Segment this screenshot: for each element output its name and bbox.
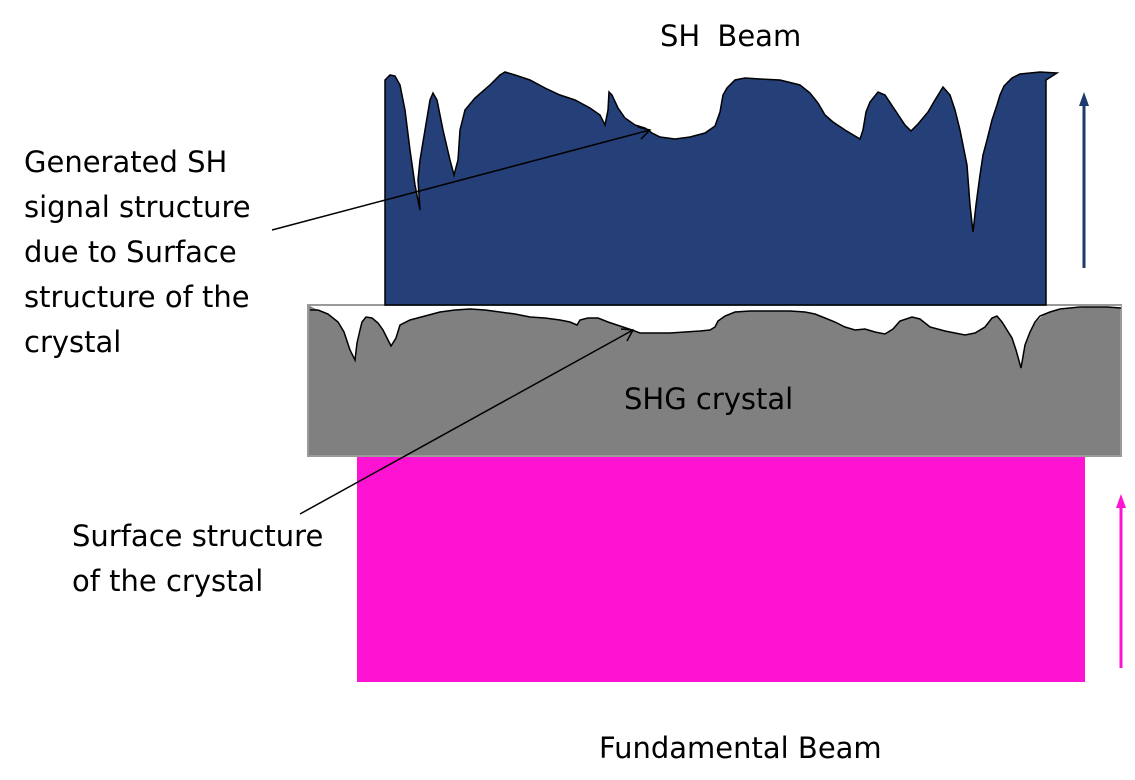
fundamental-beam-rect [357, 456, 1085, 682]
fundamental-beam-arrowhead [1116, 494, 1126, 508]
generated-sh-callout-line-2: signal structure [24, 190, 251, 224]
generated-sh-callout-line-1: Generated SH [24, 145, 228, 179]
surface-structure-callout-text: Surface structure of the crystal [72, 514, 323, 604]
sh-beam-arrowhead [1079, 92, 1089, 106]
sh-beam-shape [384, 71, 1060, 306]
fundamental-beam-title: Fundamental Beam [599, 731, 882, 765]
surface-structure-callout-line [299, 329, 634, 515]
generated-sh-callout-line-4: structure of the [24, 280, 250, 314]
generated-sh-callout-arrowhead [637, 126, 652, 140]
shg-crystal-label: SHG crystal [624, 382, 794, 416]
shg-crystal-slab [307, 304, 1122, 457]
generated-sh-callout-text: Generated SH signal structure due to Sur… [24, 140, 251, 365]
generated-sh-callout-line-5: crystal [24, 325, 122, 359]
surface-structure-callout-line-1: Surface structure [72, 519, 324, 553]
sh-beam-title: SH Beam [660, 19, 802, 53]
crystal-surface-gap [310, 306, 1121, 368]
crystal-surface-outline [310, 306, 1122, 369]
surface-structure-callout-line-2: of the crystal [72, 564, 264, 598]
generated-sh-callout-line-3: due to Surface [24, 235, 237, 269]
generated-sh-callout-line [271, 129, 651, 231]
surface-structure-callout-arrowhead [620, 328, 635, 342]
